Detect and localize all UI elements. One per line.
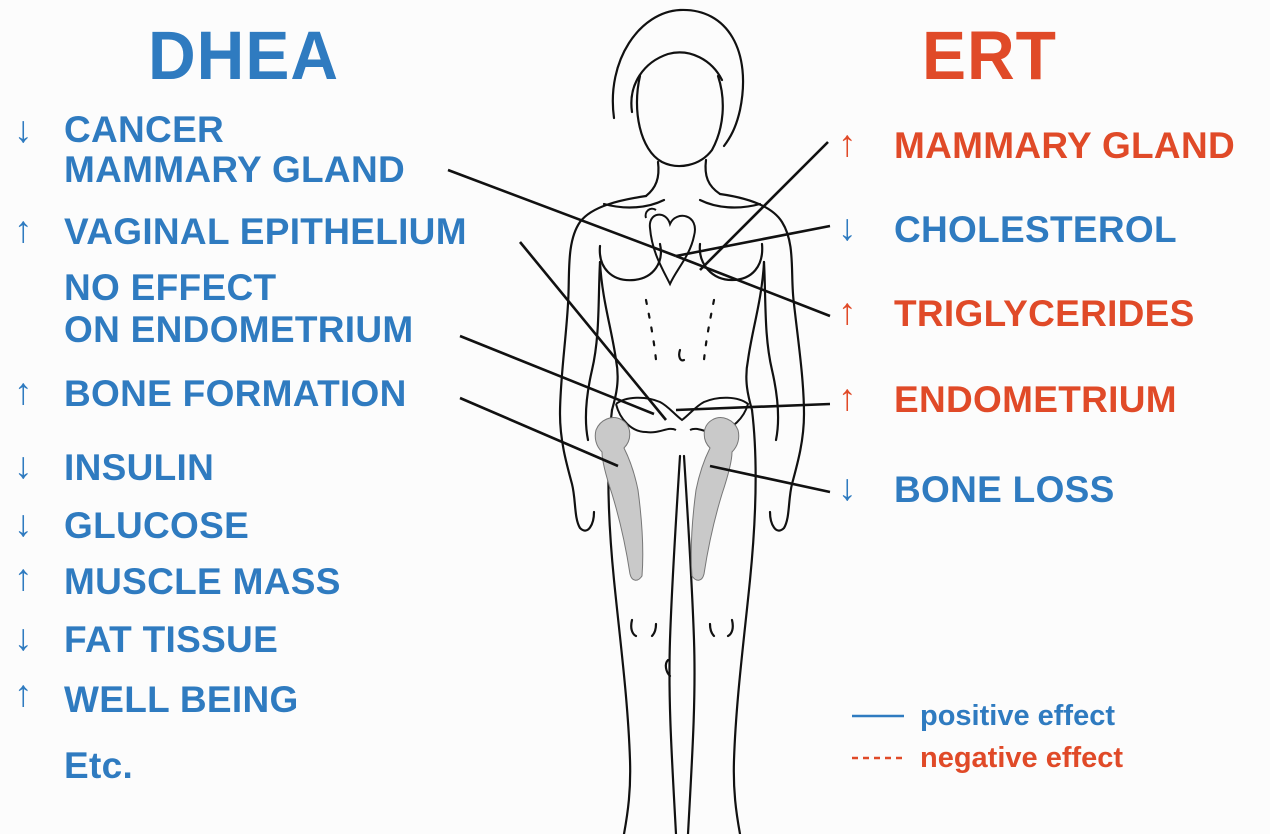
ert-arrow-1: ↑ — [838, 124, 857, 164]
femur-bones — [595, 418, 739, 581]
dhea-arrow-7: ↑ — [14, 558, 33, 598]
connector-triglycerides — [676, 256, 830, 316]
connector-bone-formation — [460, 398, 618, 466]
dhea-item-1-line-2: MAMMARY GLAND — [64, 150, 405, 190]
connector-bone-loss — [710, 466, 830, 492]
ert-item-mammary-gland: MAMMARY GLAND — [894, 126, 1235, 166]
dhea-item-8: FAT TISSUE — [64, 620, 278, 660]
dhea-arrow-2: ↑ — [14, 210, 33, 250]
dhea-arrow-6: ↓ — [14, 504, 33, 544]
connector-vaginal-epithelium — [520, 242, 666, 420]
ert-arrow-2: ↓ — [838, 208, 857, 248]
legend-samples — [852, 716, 904, 758]
dhea-title: DHEA — [148, 21, 339, 90]
ert-arrow-5: ↓ — [838, 468, 857, 508]
dhea-item-4: BONE FORMATION — [64, 374, 407, 414]
dhea-arrow-1: ↓ — [14, 110, 33, 150]
dhea-arrow-8: ↓ — [14, 618, 33, 658]
body-outline — [560, 10, 804, 834]
ert-item-endometrium: ENDOMETRIUM — [894, 380, 1177, 420]
dhea-item-1-line-1: CANCER — [64, 110, 224, 150]
ert-item-triglycerides: TRIGLYCERIDES — [894, 294, 1195, 334]
legend-positive: positive effect — [920, 700, 1115, 732]
connector-endometrium — [460, 336, 654, 414]
dhea-item-9: WELL BEING — [64, 680, 299, 720]
connector-mammary-gland — [448, 170, 676, 256]
dhea-arrow-9: ↑ — [14, 674, 33, 714]
dhea-arrow-5: ↓ — [14, 446, 33, 486]
ert-connectors — [676, 142, 830, 492]
ert-arrow-4: ↑ — [838, 378, 857, 418]
dhea-item-10: Etc. — [64, 746, 133, 786]
dhea-item-7: MUSCLE MASS — [64, 562, 341, 602]
dhea-item-6: GLUCOSE — [64, 506, 249, 546]
dhea-connectors — [448, 170, 676, 466]
dhea-item-5: INSULIN — [64, 448, 214, 488]
dhea-item-2: VAGINAL EPITHELIUM — [64, 212, 467, 252]
ert-item-cholesterol: CHOLESTEROL — [894, 210, 1177, 250]
dhea-item-3-line-2: ON ENDOMETRIUM — [64, 310, 414, 350]
connector-cholesterol — [676, 226, 830, 256]
ert-arrow-3: ↑ — [838, 292, 857, 332]
legend-negative: negative effect — [920, 742, 1123, 774]
ert-title: ERT — [922, 21, 1057, 90]
dhea-item-3-line-1: NO EFFECT — [64, 268, 276, 308]
dhea-arrow-4: ↑ — [14, 372, 33, 412]
ert-item-bone-loss: BONE LOSS — [894, 470, 1115, 510]
